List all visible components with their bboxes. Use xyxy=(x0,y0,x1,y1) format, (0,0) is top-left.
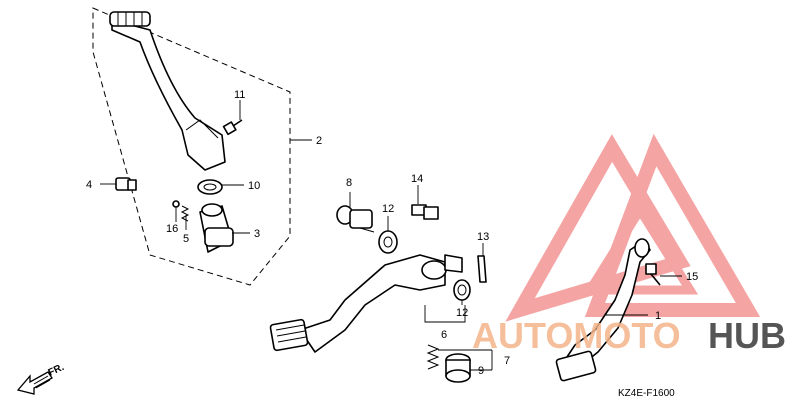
pivot-bolt-8 xyxy=(336,205,375,233)
bolt-11 xyxy=(222,119,243,136)
callout-4: 4 xyxy=(86,179,92,191)
leader-lines xyxy=(100,100,682,371)
seal-12-lower xyxy=(453,279,471,301)
callout-1: 1 xyxy=(655,310,661,322)
brake-pedal-6 xyxy=(269,254,463,353)
bolt-14 xyxy=(411,204,439,220)
callout-3: 3 xyxy=(254,228,260,240)
gear-change-pedal-1 xyxy=(555,238,651,382)
callout-8: 8 xyxy=(346,177,352,189)
collar-9 xyxy=(445,353,471,383)
callout-6: 6 xyxy=(441,329,447,341)
watermark-text-auto: AUTOMOTO xyxy=(472,315,681,356)
diagram-code: KZ4E-F1600 xyxy=(618,388,675,399)
watermark-text-hub: HUB xyxy=(708,315,786,356)
seal-ring-10 xyxy=(197,179,223,195)
kickstarter-group-outline xyxy=(92,7,291,286)
callout-11: 11 xyxy=(234,89,245,101)
watermark-logo xyxy=(505,133,761,322)
callout-12-lower: 12 xyxy=(456,307,468,319)
callout-5: 5 xyxy=(183,233,189,245)
callout-13: 13 xyxy=(477,231,489,243)
front-direction-arrow: FR. xyxy=(16,362,66,395)
bolt-4 xyxy=(115,177,137,191)
callout-16: 16 xyxy=(166,223,178,235)
kick-starter-arm xyxy=(109,11,226,171)
callout-12-upper: 12 xyxy=(382,203,394,215)
callout-10: 10 xyxy=(248,180,260,192)
spring-5 xyxy=(180,205,190,222)
callout-labels: 1 2 3 4 5 6 7 8 9 10 11 12 12 13 14 15 1… xyxy=(86,89,698,377)
callout-2: 2 xyxy=(316,135,322,147)
cotter-pin-13 xyxy=(477,255,487,283)
seal-12-upper xyxy=(378,230,398,254)
ball-16 xyxy=(172,200,180,208)
callout-14: 14 xyxy=(411,173,423,185)
callout-7: 7 xyxy=(504,355,510,367)
front-direction-label: FR. xyxy=(47,362,66,379)
spring-7 xyxy=(426,344,440,370)
gearshift-group-outline xyxy=(424,305,466,323)
kick-spindle-3 xyxy=(199,203,234,253)
callout-9: 9 xyxy=(478,365,484,377)
bolt-15 xyxy=(645,263,661,286)
callout-15: 15 xyxy=(686,271,698,283)
